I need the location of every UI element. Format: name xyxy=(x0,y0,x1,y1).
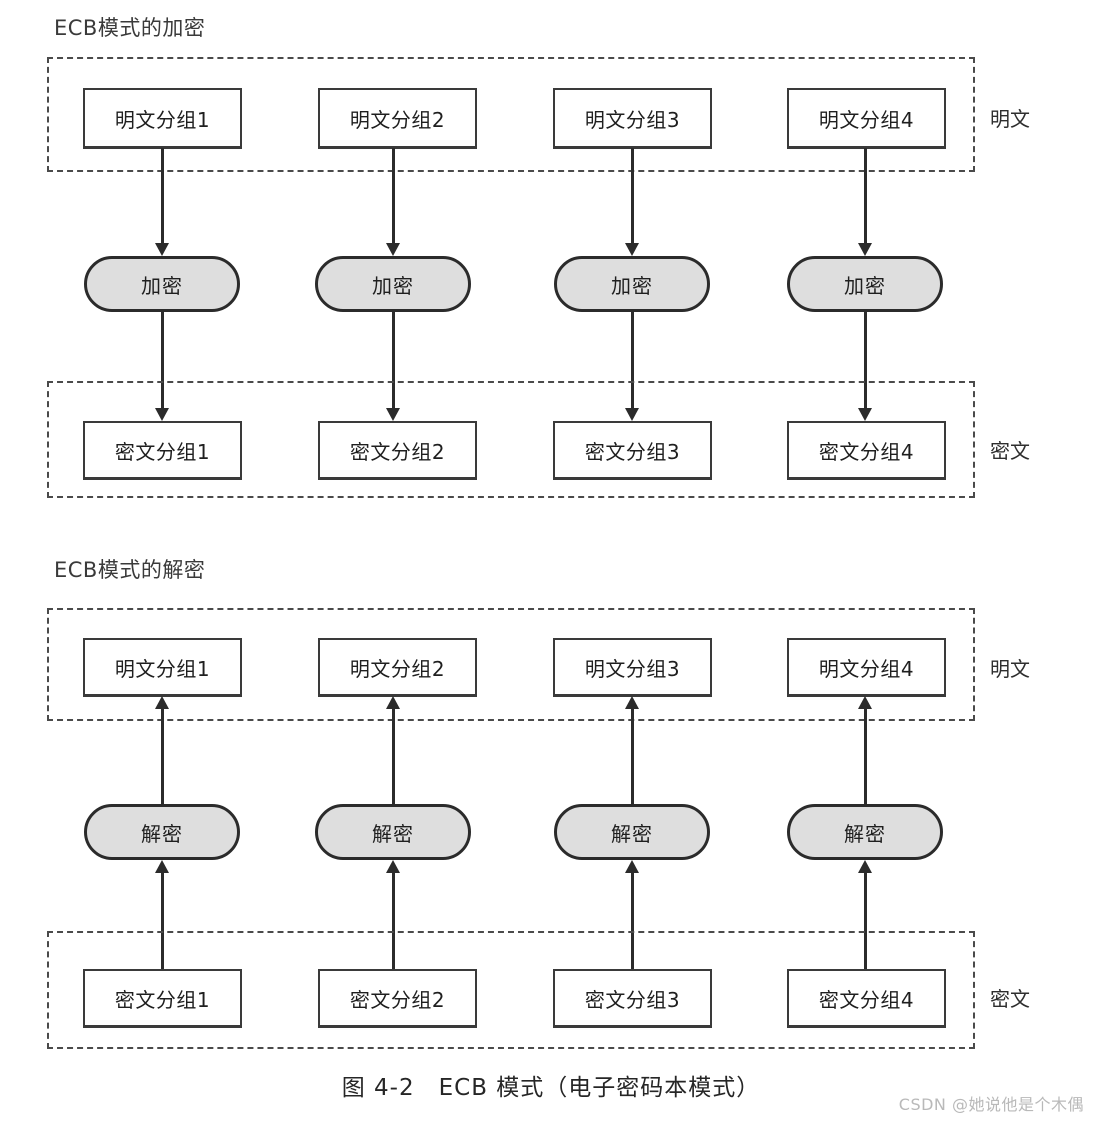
process-encrypt-2: 加密 xyxy=(315,256,471,312)
arrow-dec-in-4-line xyxy=(864,873,867,971)
arrow-enc-out-1-line xyxy=(161,312,164,408)
encryption-plaintext-group xyxy=(47,57,975,172)
arrow-enc-out-2-line xyxy=(392,312,395,408)
block-dec-ciphertext-2: 密文分组2 xyxy=(318,969,477,1027)
block-dec-ciphertext-1: 密文分组1 xyxy=(83,969,242,1027)
decryption-ciphertext-group xyxy=(47,931,975,1049)
arrow-enc-in-4-head xyxy=(858,243,872,256)
arrow-enc-in-3-line xyxy=(631,148,634,243)
process-encrypt-4: 加密 xyxy=(787,256,943,312)
encryption-ciphertext-group xyxy=(47,381,975,498)
block-enc-plaintext-3: 明文分组3 xyxy=(553,88,712,148)
block-enc-ciphertext-1: 密文分组1 xyxy=(83,421,242,479)
arrow-enc-in-1-line xyxy=(161,148,164,243)
arrow-enc-out-4-head xyxy=(858,408,872,421)
block-enc-plaintext-4: 明文分组4 xyxy=(787,88,946,148)
arrow-dec-out-1-head xyxy=(155,696,169,709)
process-decrypt-1: 解密 xyxy=(84,804,240,860)
arrow-dec-out-2-head xyxy=(386,696,400,709)
block-dec-plaintext-4: 明文分组4 xyxy=(787,638,946,696)
process-encrypt-1: 加密 xyxy=(84,256,240,312)
arrow-dec-out-2-line xyxy=(392,709,395,804)
block-enc-ciphertext-4: 密文分组4 xyxy=(787,421,946,479)
arrow-enc-out-1-head xyxy=(155,408,169,421)
arrow-enc-in-2-head xyxy=(386,243,400,256)
block-dec-ciphertext-4: 密文分组4 xyxy=(787,969,946,1027)
block-dec-plaintext-3: 明文分组3 xyxy=(553,638,712,696)
process-decrypt-3: 解密 xyxy=(554,804,710,860)
arrow-enc-out-2-head xyxy=(386,408,400,421)
process-encrypt-3: 加密 xyxy=(554,256,710,312)
side-label-decryption-plaintext: 明文 xyxy=(990,657,1030,681)
arrow-dec-in-2-head xyxy=(386,860,400,873)
arrow-dec-in-1-line xyxy=(161,873,164,971)
block-dec-plaintext-2: 明文分组2 xyxy=(318,638,477,696)
arrow-enc-out-3-line xyxy=(631,312,634,408)
arrow-enc-in-2-line xyxy=(392,148,395,243)
arrow-enc-out-4-line xyxy=(864,312,867,408)
arrow-dec-in-1-head xyxy=(155,860,169,873)
block-enc-ciphertext-2: 密文分组2 xyxy=(318,421,477,479)
section-title-encryption: ECB模式的加密 xyxy=(54,16,206,40)
process-decrypt-4: 解密 xyxy=(787,804,943,860)
process-decrypt-2: 解密 xyxy=(315,804,471,860)
section-title-decryption: ECB模式的解密 xyxy=(54,558,206,582)
block-dec-plaintext-1: 明文分组1 xyxy=(83,638,242,696)
arrow-dec-in-3-line xyxy=(631,873,634,971)
csdn-watermark: CSDN @她说他是个木偶 xyxy=(898,1095,1084,1114)
block-enc-plaintext-1: 明文分组1 xyxy=(83,88,242,148)
arrow-enc-in-4-line xyxy=(864,148,867,243)
figure-caption: 图 4-2 ECB 模式（电子密码本模式） xyxy=(341,1075,761,1101)
arrow-enc-out-3-head xyxy=(625,408,639,421)
arrow-dec-out-3-head xyxy=(625,696,639,709)
arrow-dec-in-4-head xyxy=(858,860,872,873)
decryption-plaintext-group xyxy=(47,608,975,721)
arrow-dec-out-4-line xyxy=(864,709,867,804)
arrow-dec-in-3-head xyxy=(625,860,639,873)
arrow-enc-in-3-head xyxy=(625,243,639,256)
block-enc-ciphertext-3: 密文分组3 xyxy=(553,421,712,479)
side-label-encryption-ciphertext: 密文 xyxy=(990,439,1030,463)
side-label-encryption-plaintext: 明文 xyxy=(990,107,1030,131)
arrow-dec-in-2-line xyxy=(392,873,395,971)
arrow-dec-out-3-line xyxy=(631,709,634,804)
block-dec-ciphertext-3: 密文分组3 xyxy=(553,969,712,1027)
arrow-dec-out-1-line xyxy=(161,709,164,804)
arrow-dec-out-4-head xyxy=(858,696,872,709)
block-enc-plaintext-2: 明文分组2 xyxy=(318,88,477,148)
side-label-decryption-ciphertext: 密文 xyxy=(990,987,1030,1011)
arrow-enc-in-1-head xyxy=(155,243,169,256)
